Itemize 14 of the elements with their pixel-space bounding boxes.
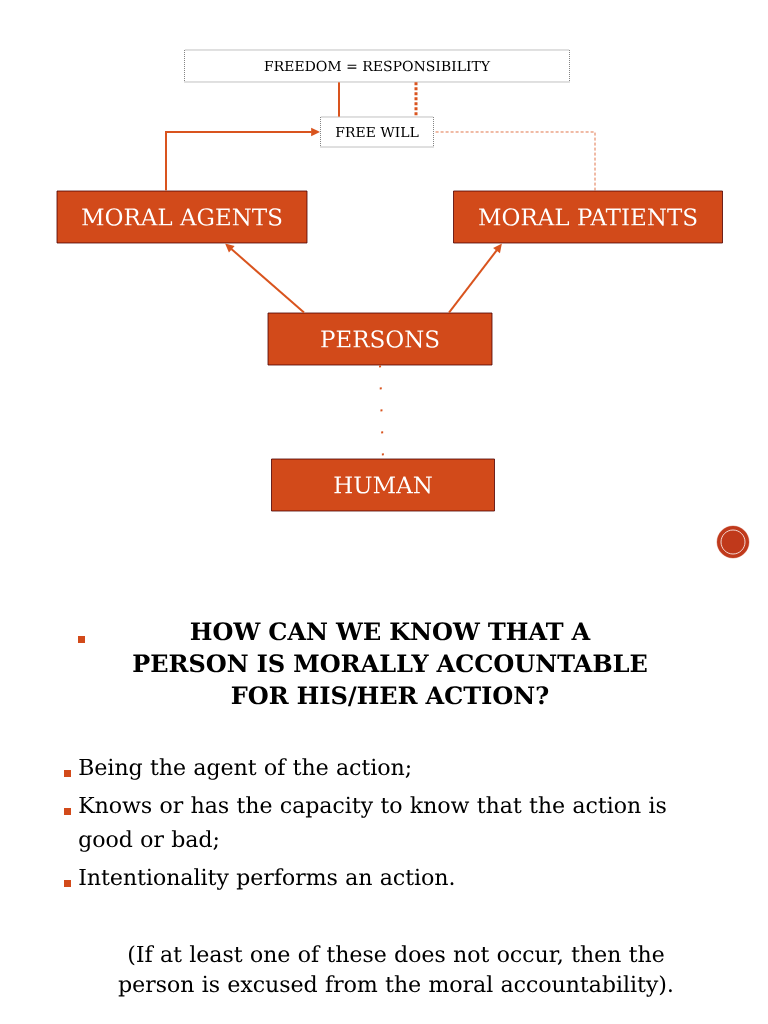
connector	[338, 81, 340, 118]
bullet-text: Intentionality performs an action.	[79, 868, 454, 890]
connector	[433, 131, 596, 191]
concept-box: MORAL PATIENTS	[453, 190, 723, 244]
note-text: (If at least one of these does not occur, then the person is excused from the moral accountability).	[118, 945, 672, 997]
bullet-text: Being the agent of the action;	[79, 758, 410, 780]
connector	[414, 82, 418, 117]
label-box: FREEDOM = RESPONSIBILITY	[184, 49, 570, 83]
question-heading: HOW CAN WE KNOW THAT A PERSON IS MORALLY ACCOUNTABLE FOR HIS/HER ACTION?	[133, 622, 647, 707]
label-box: FREE WILL	[320, 116, 434, 148]
concept-box: HUMAN	[271, 458, 495, 512]
bullet-text: Knows or has the capacity to know that the action is good or bad;	[79, 796, 666, 852]
concept-box: MORAL AGENTS	[56, 190, 308, 244]
concept-box: PERSONS	[267, 312, 493, 366]
